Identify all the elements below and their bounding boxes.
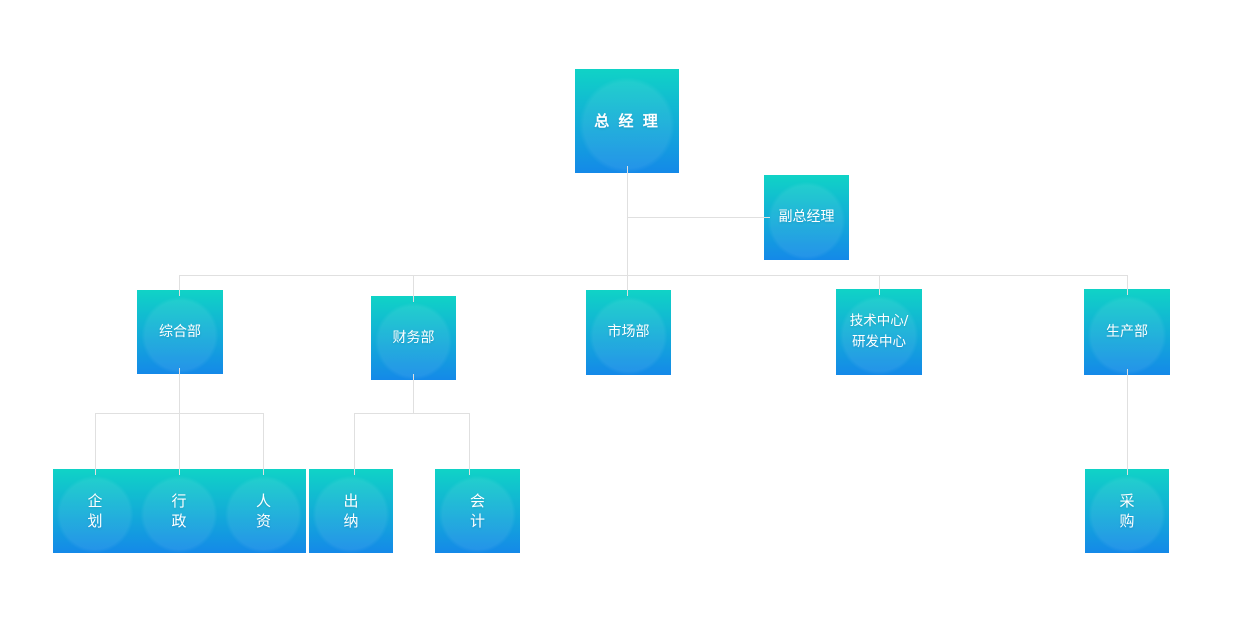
node-tech-rnd-center: 技术中心/ 研发中心 bbox=[836, 289, 922, 375]
node-human-resources: 人 资 bbox=[221, 469, 306, 553]
connector-line bbox=[413, 374, 414, 413]
node-production-department: 生产部 bbox=[1084, 289, 1170, 375]
connector-line bbox=[469, 413, 470, 475]
node-administration: 行 政 bbox=[137, 469, 221, 553]
connector-line bbox=[179, 368, 180, 413]
node-accounting: 会 计 bbox=[435, 469, 520, 553]
node-general-manager: 总 经 理 bbox=[575, 69, 679, 173]
connector-line bbox=[1127, 369, 1128, 475]
node-finance-department: 财务部 bbox=[371, 296, 456, 380]
connector-line bbox=[354, 413, 355, 475]
node-deputy-general-manager: 副总经理 bbox=[764, 175, 849, 260]
connector-line bbox=[179, 413, 180, 475]
node-general-department: 综合部 bbox=[137, 290, 223, 374]
connector-line bbox=[95, 413, 96, 475]
connector-line bbox=[263, 413, 264, 475]
connector-line bbox=[179, 275, 1127, 276]
connector-line bbox=[413, 275, 414, 302]
connector-line bbox=[354, 413, 469, 414]
node-procurement: 采 购 bbox=[1085, 469, 1169, 553]
connector-line bbox=[1127, 275, 1128, 295]
connector-line bbox=[879, 275, 880, 295]
node-planning: 企 划 bbox=[53, 469, 137, 553]
connector-line bbox=[627, 217, 770, 218]
connector-line bbox=[179, 275, 180, 296]
connector-line bbox=[627, 166, 628, 296]
node-marketing-department: 市场部 bbox=[586, 290, 671, 375]
node-cashier: 出 纳 bbox=[309, 469, 393, 553]
